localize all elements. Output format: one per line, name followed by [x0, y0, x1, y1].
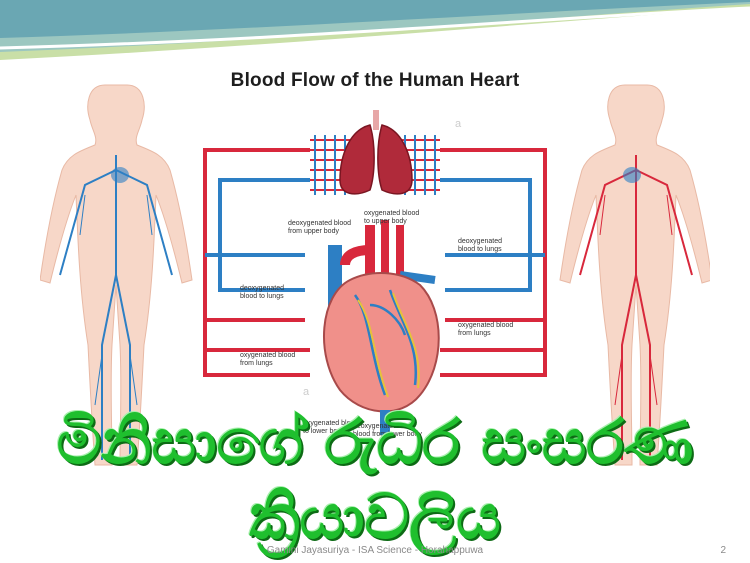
page-number: 2	[720, 545, 726, 556]
svg-text:a: a	[455, 118, 462, 130]
lungs-illustration	[339, 110, 413, 195]
heart-circulation-diagram: a a	[40, 84, 710, 466]
label-deox-lungs-right: deoxygenated blood to lungs	[458, 238, 502, 253]
label-ox-from-lungs-right: oxygenated blood from lungs	[458, 322, 514, 337]
label-deox-lower: deoxygenated blood from lower body	[353, 423, 422, 438]
label-ox-from-lungs-left: oxygenated blood from lungs	[240, 352, 296, 367]
svg-text:a: a	[303, 386, 310, 398]
heart-illustration	[323, 220, 440, 435]
body-figure-veins	[40, 84, 193, 466]
diagram-title: Blood Flow of the Human Heart	[230, 70, 520, 91]
body-figure-arteries	[559, 84, 710, 466]
label-deox-lungs-left: deoxygenated blood to lungs	[240, 285, 284, 300]
circulation-loops	[203, 148, 547, 377]
headline-line1: මිනිසාගේ රුධිර සංසරණ	[56, 405, 694, 478]
label-deox-upper: deoxygenated blood from upper body	[288, 220, 352, 235]
headline-line2: ක්‍රියාවලිය	[249, 480, 501, 553]
header-swoosh	[0, 0, 750, 60]
lung-capillaries	[310, 135, 440, 195]
footer-credit: Gamini Jayasuriya - ISA Science - Horaha…	[266, 545, 484, 556]
label-ox-upper: oxygenated blood to upper body	[364, 210, 420, 225]
label-ox-lower: oxygenated blood to lower body	[303, 420, 359, 435]
